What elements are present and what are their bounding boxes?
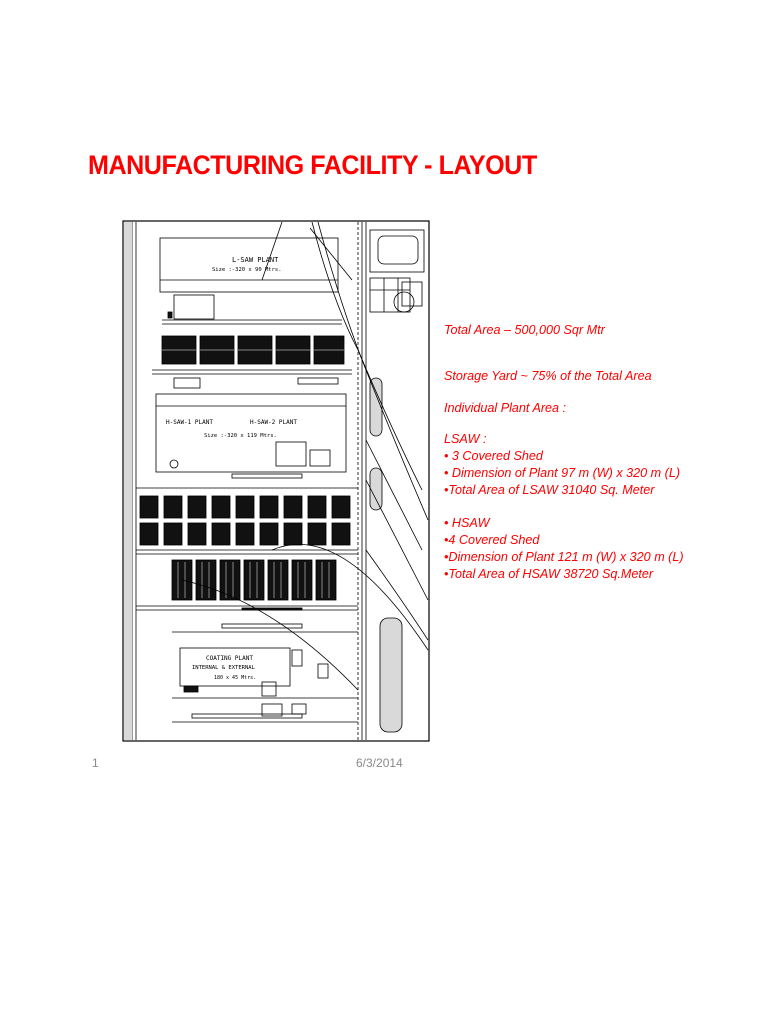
slide-date: 6/3/2014 (356, 756, 403, 770)
storage-yard-text: Storage Yard ~ 75% of the Total Area (444, 369, 652, 383)
lsaw-size-label: Size :-320 x 90 Mtrs. (212, 267, 282, 273)
page-title: MANUFACTURING FACILITY - LAYOUT (88, 150, 537, 180)
slide-number: 1 (92, 756, 99, 770)
lsaw-item: •Total Area of LSAW 31040 Sq. Meter (444, 483, 655, 497)
coating-sub-label: INTERNAL & EXTERNAL (192, 665, 256, 671)
hsaw-item: •Total Area of HSAW 38720 Sq.Meter (444, 567, 654, 581)
hsaw-item: •Dimension of Plant 121 m (W) x 320 m (L… (444, 550, 684, 564)
coating-plant-label: COATING PLANT (206, 655, 253, 662)
hsaw-item: • HSAW (444, 516, 490, 530)
facility-info-panel: Total Area – 500,000 Sqr Mtr Storage Yar… (444, 322, 764, 583)
hsaw-item: •4 Covered Shed (444, 533, 540, 547)
lsaw-plant-label: L-SAW PLANT (232, 256, 279, 264)
lsaw-heading: LSAW : (444, 432, 487, 446)
hsaw-size-label: Size :-320 x 119 Mtrs. (204, 433, 277, 439)
individual-area-heading: Individual Plant Area : (444, 401, 567, 415)
hsaw1-plant-label: H-SAW-1 PLANT (166, 419, 213, 426)
hsaw2-plant-label: H-SAW-2 PLANT (250, 419, 297, 426)
facility-layout-drawing: L-SAW PLANT Size :-320 x 90 Mtrs. H-SAW- (122, 220, 430, 742)
lsaw-item: • 3 Covered Shed (444, 449, 543, 463)
total-area-text: Total Area – 500,000 Sqr Mtr (444, 323, 605, 337)
coating-size-label: 180 x 45 Mtrs. (214, 675, 256, 681)
lsaw-item: • Dimension of Plant 97 m (W) x 320 m (L… (444, 466, 681, 480)
